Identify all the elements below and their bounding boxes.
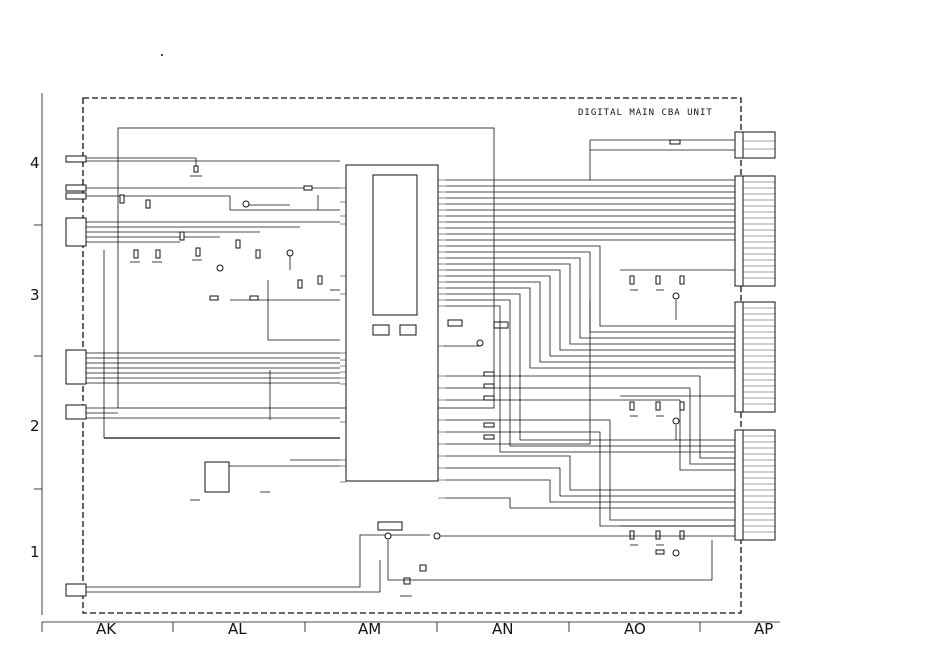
row-label-1: 1 [30,543,40,561]
col-label-ap: AP [754,620,773,638]
stray-dot [161,54,163,56]
col-label-am: AM [358,620,381,638]
row-label-4: 4 [30,154,40,172]
row-label-3: 3 [30,286,40,304]
right-connectors [735,132,775,540]
row-label-2: 2 [30,417,40,435]
small-ic [205,462,229,492]
col-label-ak: AK [96,620,117,638]
main-ic [346,146,438,481]
col-label-ao: AO [624,620,646,638]
column-ruler [42,622,780,632]
right-wiring [388,140,735,580]
col-label-al: AL [228,620,247,638]
unit-title: DIGITAL MAIN CBA UNIT [578,108,713,118]
col-label-an: AN [492,620,513,638]
